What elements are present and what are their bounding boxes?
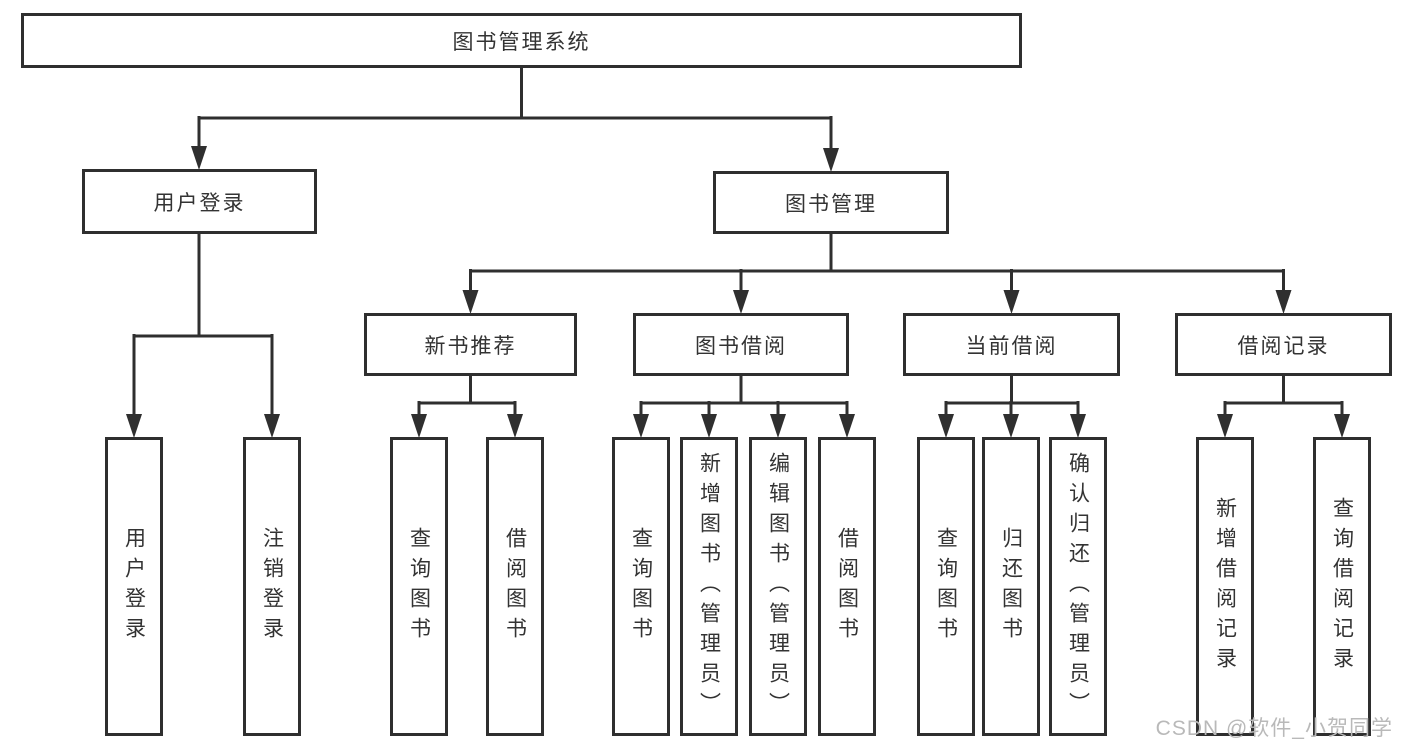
leaf-label: 归还图书 (999, 526, 1023, 647)
leaf-query-books-current: 查询图书 (917, 437, 975, 736)
leaf-label: 借阅图书 (835, 526, 859, 647)
node-book-management: 图书管理 (713, 171, 949, 234)
leaf-return-book: 归还图书 (982, 437, 1040, 736)
node-borrow-records: 借阅记录 (1175, 313, 1392, 376)
node-label: 当前借阅 (965, 334, 1058, 358)
node-book-borrowing: 图书借阅 (633, 313, 849, 376)
leaf-borrow-books-recommend: 借阅图书 (486, 437, 544, 736)
leaf-label: 编辑图书（管理员） (766, 451, 790, 722)
leaf-edit-book-admin: 编辑图书（管理员） (749, 437, 807, 736)
node-label: 图书借阅 (695, 334, 787, 358)
leaf-query-books-borrowing: 查询图书 (612, 437, 670, 736)
node-label: 图书管理系统 (452, 30, 591, 54)
leaf-label: 查询图书 (407, 526, 431, 647)
leaf-label: 用户登录 (122, 526, 146, 647)
leaf-label: 确认归还（管理员） (1066, 451, 1090, 722)
leaf-label: 新增图书（管理员） (697, 451, 721, 722)
leaf-user-login: 用户登录 (105, 437, 163, 736)
leaf-logout: 注销登录 (243, 437, 301, 736)
leaf-add-borrow-record: 新增借阅记录 (1196, 437, 1254, 736)
leaf-label: 查询借阅记录 (1330, 496, 1354, 677)
leaf-label: 注销登录 (260, 526, 284, 647)
node-current-borrowing: 当前借阅 (903, 313, 1120, 376)
leaf-borrow-books: 借阅图书 (818, 437, 876, 736)
node-new-book-recommend: 新书推荐 (364, 313, 577, 376)
node-label: 用户登录 (153, 191, 246, 215)
leaf-query-books-recommend: 查询图书 (390, 437, 448, 736)
leaf-label: 查询图书 (934, 526, 958, 647)
leaf-confirm-return-admin: 确认归还（管理员） (1049, 437, 1107, 736)
node-user-login: 用户登录 (82, 169, 317, 234)
node-library-management-system: 图书管理系统 (21, 13, 1022, 68)
leaf-label: 查询图书 (629, 526, 653, 647)
node-label: 新书推荐 (424, 334, 517, 358)
node-label: 借阅记录 (1237, 334, 1330, 358)
node-label: 图书管理 (785, 192, 877, 216)
leaf-label: 借阅图书 (503, 526, 527, 647)
leaf-label: 新增借阅记录 (1213, 496, 1237, 677)
leaf-query-borrow-record: 查询借阅记录 (1313, 437, 1371, 736)
watermark: CSDN @软件_小贺同学 (1155, 717, 1393, 740)
leaf-add-book-admin: 新增图书（管理员） (680, 437, 738, 736)
